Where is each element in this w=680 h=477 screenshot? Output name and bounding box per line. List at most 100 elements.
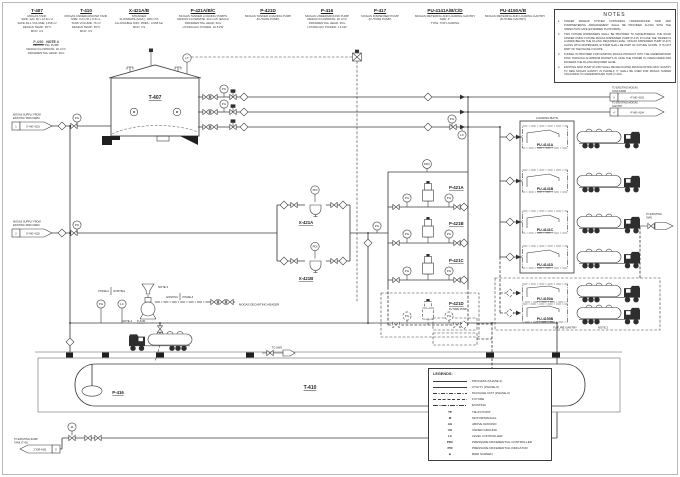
future-gantry-note: NOTE 2 [598, 326, 609, 330]
svg-text:PHASE-II: PHASE-II [98, 290, 109, 293]
loading-bays-title: LOADING BAYS [536, 116, 558, 120]
lc-controller: LC [117, 299, 127, 309]
svg-text:3: 3 [613, 96, 615, 99]
valves [68, 88, 655, 441]
header-tag: P-4/30 [33, 40, 44, 44]
bay-c-tag: PU-4141C [537, 228, 554, 232]
legend-line-item: PACKAGE UNIT (PHASE-II) [433, 390, 547, 396]
tie-in-points [57, 92, 515, 347]
connector-ows: TO EXISTING OWS [646, 213, 674, 230]
note-item: 2.TWO FUTURE DISPENSERS SHALL BE PROVIDE… [558, 32, 671, 51]
legend-line-item: FUTURE [433, 397, 485, 402]
pg-gauge: PG [402, 311, 412, 321]
decanting-pump-p430 [139, 297, 157, 320]
strainer-x421b: X-421B [299, 260, 322, 281]
loading-bays: LOADING BAYS PU-4141A PU-4141B PU-4141C … [519, 116, 575, 274]
svg-text:5: 5 [55, 448, 57, 451]
svg-text:X-421A: X-421A [299, 220, 314, 225]
header-tag: P-421A/B/C [190, 8, 216, 13]
flow-arrows [69, 94, 558, 324]
piping-vent-lines [149, 48, 358, 302]
svg-text:PG: PG [447, 269, 452, 273]
equip-header-p417: P-417 MOGAS DISPENSER PUMP(FUTURE PUMP) [356, 8, 404, 22]
pump-p421b: P-421B [422, 216, 464, 244]
svg-text:P-421B: P-421B [449, 221, 464, 226]
note-item: 4.EXISTING SKID PUMP (P-4/30) SHALL BE R… [558, 65, 671, 77]
legend-line-item: EXISTING [433, 403, 487, 408]
svg-text:PG: PG [75, 116, 80, 120]
svg-text:PG: PG [447, 232, 452, 236]
equip-header-p430: P-4/30 NOTE 4 DECANTING PUMP DESIGN FLOW… [26, 40, 66, 55]
svg-text:TO EXISTING MOGAS: TO EXISTING MOGAS [612, 87, 638, 90]
pdi-indicator: PDI [310, 185, 320, 195]
svg-text:MOGAS SUPPLY FROM: MOGAS SUPPLY FROM [13, 114, 41, 117]
pg-gauge: PG [444, 229, 454, 239]
svg-text:PG: PG [375, 224, 380, 228]
header-tag: T-410 [80, 8, 92, 13]
svg-text:TANK FARM: TANK FARM [612, 90, 626, 93]
svg-text:PG: PG [222, 87, 227, 91]
pvrv-relief-valve-icon [352, 49, 362, 62]
header-tag: PU-4141A/B/C/D [427, 8, 463, 13]
svg-text:GANTRY: GANTRY [612, 105, 623, 108]
notes-box: NOTES 1.TANKER MAKEUP SYSTEM CONTAINING … [554, 9, 676, 83]
legend-abbr-item: ■BIRD SCREEN [449, 452, 493, 457]
svg-text:4: 4 [613, 111, 615, 114]
pump-p421c: P-421C [422, 253, 464, 281]
svg-text:P-421D: P-421D [449, 301, 464, 306]
svg-text:PDI: PDI [313, 245, 318, 249]
legend-line-item: UTILITY (PHASE-II) [433, 384, 547, 390]
svg-text:2: 2 [15, 232, 17, 235]
tank-t407: T-407 [102, 64, 202, 145]
pg-gauge: PG [444, 266, 454, 276]
pg-gauge: PG [96, 299, 106, 309]
svg-text:P-421A: P-421A [449, 185, 464, 190]
truck-bay-c [576, 213, 641, 234]
tanker-trucks [128, 128, 641, 352]
note-item: 1.TANKER MAKEUP SYSTEM CONTAINING UNDERG… [558, 20, 671, 31]
svg-text:PG: PG [405, 314, 410, 318]
connector-outlet-2: TO EXISTING MOGAS GANTRY 4 4"-MG-4104 [609, 102, 665, 117]
connector-inlet-2: MOGAS SUPPLY FROM EXISTING TANK FARM 2 6… [11, 221, 53, 238]
svg-text:TO OWS: TO OWS [272, 347, 282, 350]
tank-t407-tag: T-407 [149, 95, 162, 101]
bay-fa-tag: PU-4150A [537, 297, 554, 301]
truck-bay-b [576, 172, 641, 193]
svg-text:PG: PG [405, 232, 410, 236]
svg-text:PG: PG [99, 302, 104, 306]
svg-text:FUTURE PUMP: FUTURE PUMP [449, 308, 467, 311]
svg-text:4"-MG-4103: 4"-MG-4103 [630, 96, 644, 99]
connector-inlet-1: MOGAS SUPPLY FROM EXISTING TANK FARM 1 6… [11, 114, 53, 131]
svg-text:PHASE-II: PHASE-II [183, 296, 194, 299]
header-tag: T-407 [31, 8, 43, 13]
svg-text:1: 1 [15, 125, 17, 128]
svg-text:X-421B: X-421B [299, 276, 314, 281]
pg-gauge: PG [219, 99, 229, 109]
bay-b-tag: PU-4141B [537, 187, 554, 191]
equip-header-pu4141: PU-4141A/B/C/D MOGAS METERING AND LOADIN… [415, 8, 476, 26]
header-tag: P-421D [260, 8, 276, 13]
pg-gauge: PG [219, 84, 229, 94]
bay-d-tag: PU-4141D [537, 263, 554, 267]
svg-text:LC: LC [120, 302, 124, 306]
p430-tag: P-4/30 [137, 319, 146, 323]
svg-text:TO EXISTING SUMP: TO EXISTING SUMP [14, 438, 38, 441]
bird-screen-icon [149, 48, 153, 52]
svg-text:M: M [71, 425, 74, 429]
lt-transmitter: LT [182, 53, 192, 63]
pdc-controller: PDC [422, 159, 432, 169]
pg-gauge: PG [402, 266, 412, 276]
svg-text:PG: PG [75, 223, 80, 227]
svg-text:P-416: P-416 [112, 390, 124, 395]
svg-text:EXISTING: EXISTING [114, 290, 126, 293]
svg-text:2"-DR-4101: 2"-DR-4101 [33, 448, 47, 451]
truck-bay-d [576, 248, 641, 269]
svg-text:PG: PG [450, 117, 455, 121]
equip-header-p421d: P-421D MOGAS TANKER LOADING PUMP(FUTURE … [242, 8, 294, 22]
